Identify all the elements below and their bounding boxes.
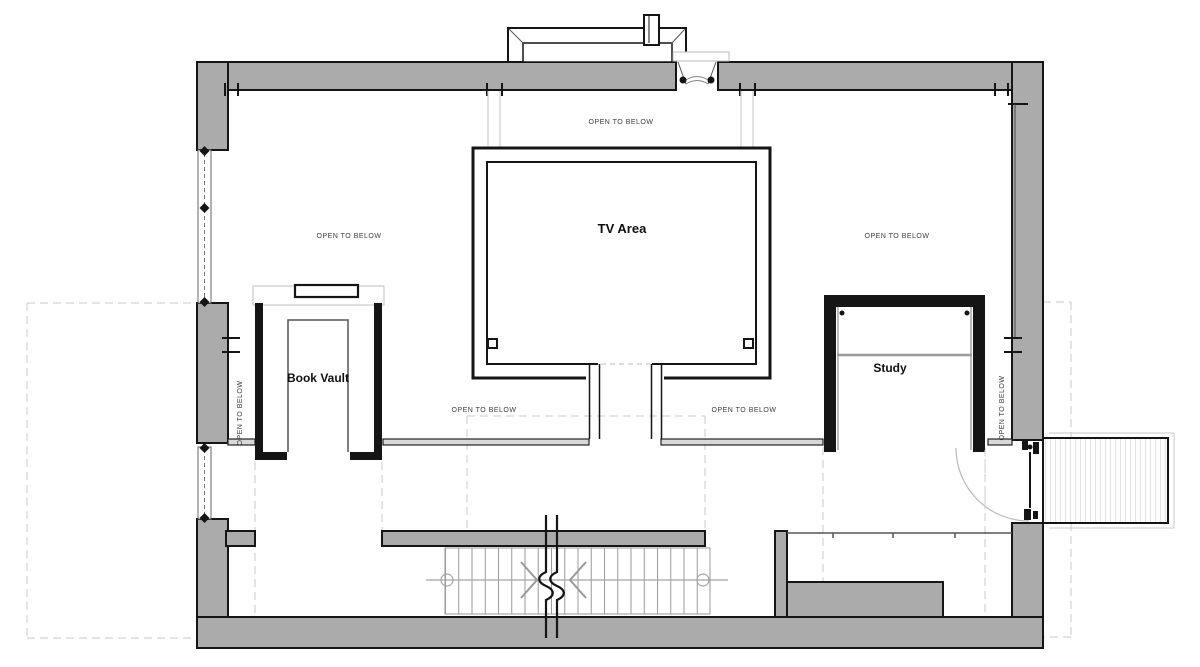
railing [787, 532, 1012, 538]
lower-pier [774, 530, 788, 618]
tv-area-legs [588, 364, 663, 439]
study: Study [824, 295, 985, 452]
tv-corner-right [743, 338, 754, 349]
open-to-below-mid-right: OPEN TO BELOW [712, 407, 777, 414]
tv-corner-left [487, 338, 498, 349]
open-to-below-vertical-right: OPEN TO BELOW [999, 376, 1006, 441]
flue-stack [643, 14, 660, 46]
balcony [1042, 432, 1175, 529]
open-to-below-left: OPEN TO BELOW [317, 233, 382, 240]
open-to-below-vertical-left: OPEN TO BELOW [237, 381, 244, 446]
door-hinge-hardware [1022, 440, 1039, 520]
tv-area-label: TV Area [598, 221, 647, 236]
bottom-wall [196, 616, 1044, 649]
book-vault-left-wall [255, 303, 287, 460]
wall-jamb-ticks [222, 83, 1028, 353]
left-wall-window-lower [197, 443, 212, 523]
book-vault-top-shelf [293, 283, 360, 299]
left-wall-middle [196, 302, 229, 444]
left-wall-upper [196, 61, 229, 151]
door-swing-arc [955, 447, 1030, 522]
skylight-protrusion [507, 14, 687, 63]
top-wall-window [672, 51, 730, 91]
book-vault-right-wall [350, 303, 382, 460]
left-wall-window-upper [197, 146, 212, 307]
stair-header-wall [381, 530, 706, 547]
book-vault-label: Book Vault [287, 371, 349, 385]
open-to-below-right: OPEN TO BELOW [865, 233, 930, 240]
tv-area: TV Area [471, 146, 772, 439]
top-wall-right [717, 61, 1044, 91]
mezzanine-edge [227, 438, 1013, 446]
stairs [381, 513, 728, 640]
right-wall-upper [1011, 61, 1044, 441]
left-wall-stub [225, 530, 256, 547]
exterior-walls [196, 61, 1044, 649]
column-guides [487, 91, 754, 148]
open-to-below-top: OPEN TO BELOW [589, 119, 654, 126]
stair-direction-chevrons [520, 561, 587, 599]
dashed-guides [26, 301, 1072, 639]
open-to-below-mid-left: OPEN TO BELOW [452, 407, 517, 414]
top-wall-left [196, 61, 677, 91]
stair-treads [444, 547, 711, 615]
open-to-below-annotations: OPEN TO BELOW OPEN TO BELOW OPEN TO BELO… [237, 119, 1006, 445]
lower-step-block [786, 581, 944, 618]
study-label: Study [873, 361, 907, 375]
book-vault: Book Vault [252, 283, 385, 460]
balcony-door [955, 440, 1039, 522]
